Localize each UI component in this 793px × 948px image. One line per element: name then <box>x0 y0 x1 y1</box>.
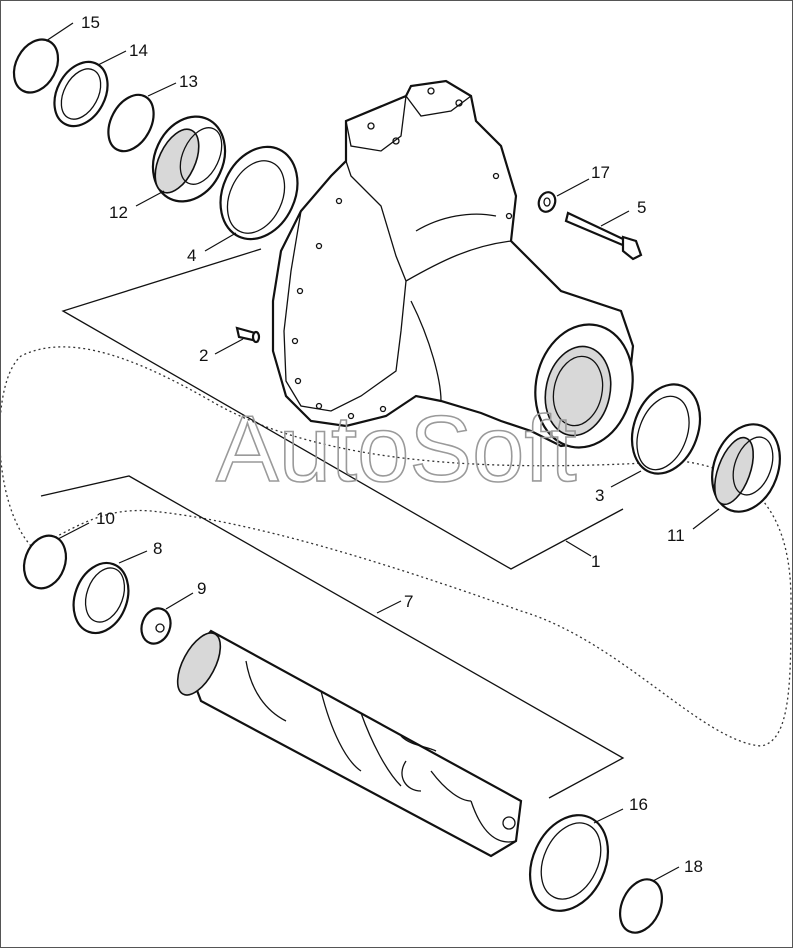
ring-14 <box>53 60 109 128</box>
thrust-plug-9 <box>140 607 172 645</box>
callout-17: 17 <box>591 163 610 182</box>
leader-16 <box>593 808 624 824</box>
axle-shaft <box>176 629 523 858</box>
callout-10: 10 <box>96 509 115 528</box>
leader-9 <box>165 592 194 610</box>
bearing-cup-4 <box>219 145 299 241</box>
leader-7 <box>376 600 402 614</box>
bearing-cup-8 <box>72 561 130 635</box>
callout-16: 16 <box>629 795 648 814</box>
leader-5 <box>600 210 630 227</box>
leader-13 <box>147 82 177 97</box>
snap-ring-13 <box>107 93 155 153</box>
bracket-1 <box>61 248 624 570</box>
callout-3: 3 <box>595 486 604 505</box>
callout-8: 8 <box>153 539 162 558</box>
callout-12: 12 <box>109 203 128 222</box>
callout-18: 18 <box>684 857 703 876</box>
bearing-cup-16 <box>529 814 609 912</box>
callout-7: 7 <box>404 592 413 611</box>
bolt <box>564 211 643 261</box>
bearing-cone-11 <box>711 423 781 513</box>
callout-2: 2 <box>199 346 208 365</box>
split-ring-15 <box>12 38 60 94</box>
callout-11: 11 <box>667 526 685 545</box>
callout-5: 5 <box>637 198 646 217</box>
washer <box>537 191 557 213</box>
leader-17 <box>556 178 590 197</box>
callout-9: 9 <box>197 579 206 598</box>
watermark-text: AutoSoft <box>216 396 577 501</box>
leader-15 <box>45 22 74 42</box>
leader-4 <box>204 232 237 252</box>
callout-14: 14 <box>129 41 148 60</box>
callout-4: 4 <box>187 246 196 265</box>
leader-18 <box>652 866 680 882</box>
leader-8 <box>118 550 148 564</box>
leader-3 <box>610 470 642 488</box>
leader-14 <box>97 50 127 66</box>
callout-13: 13 <box>179 72 198 91</box>
bracket-7 <box>40 475 625 799</box>
bearing-cup-3 <box>630 383 702 475</box>
leader-10 <box>57 522 90 540</box>
leader-11 <box>692 508 720 530</box>
o-ring-10 <box>22 534 68 590</box>
bearing-cone-12 <box>151 115 227 203</box>
dowel-pin <box>235 326 261 344</box>
snap-ring-18 <box>619 878 663 934</box>
callout-1: 1 <box>591 552 600 571</box>
axle-housing <box>271 79 635 449</box>
callout-15: 15 <box>81 13 100 32</box>
leader-1 <box>565 540 592 557</box>
leader-12 <box>135 190 165 207</box>
leader-2 <box>214 338 244 355</box>
